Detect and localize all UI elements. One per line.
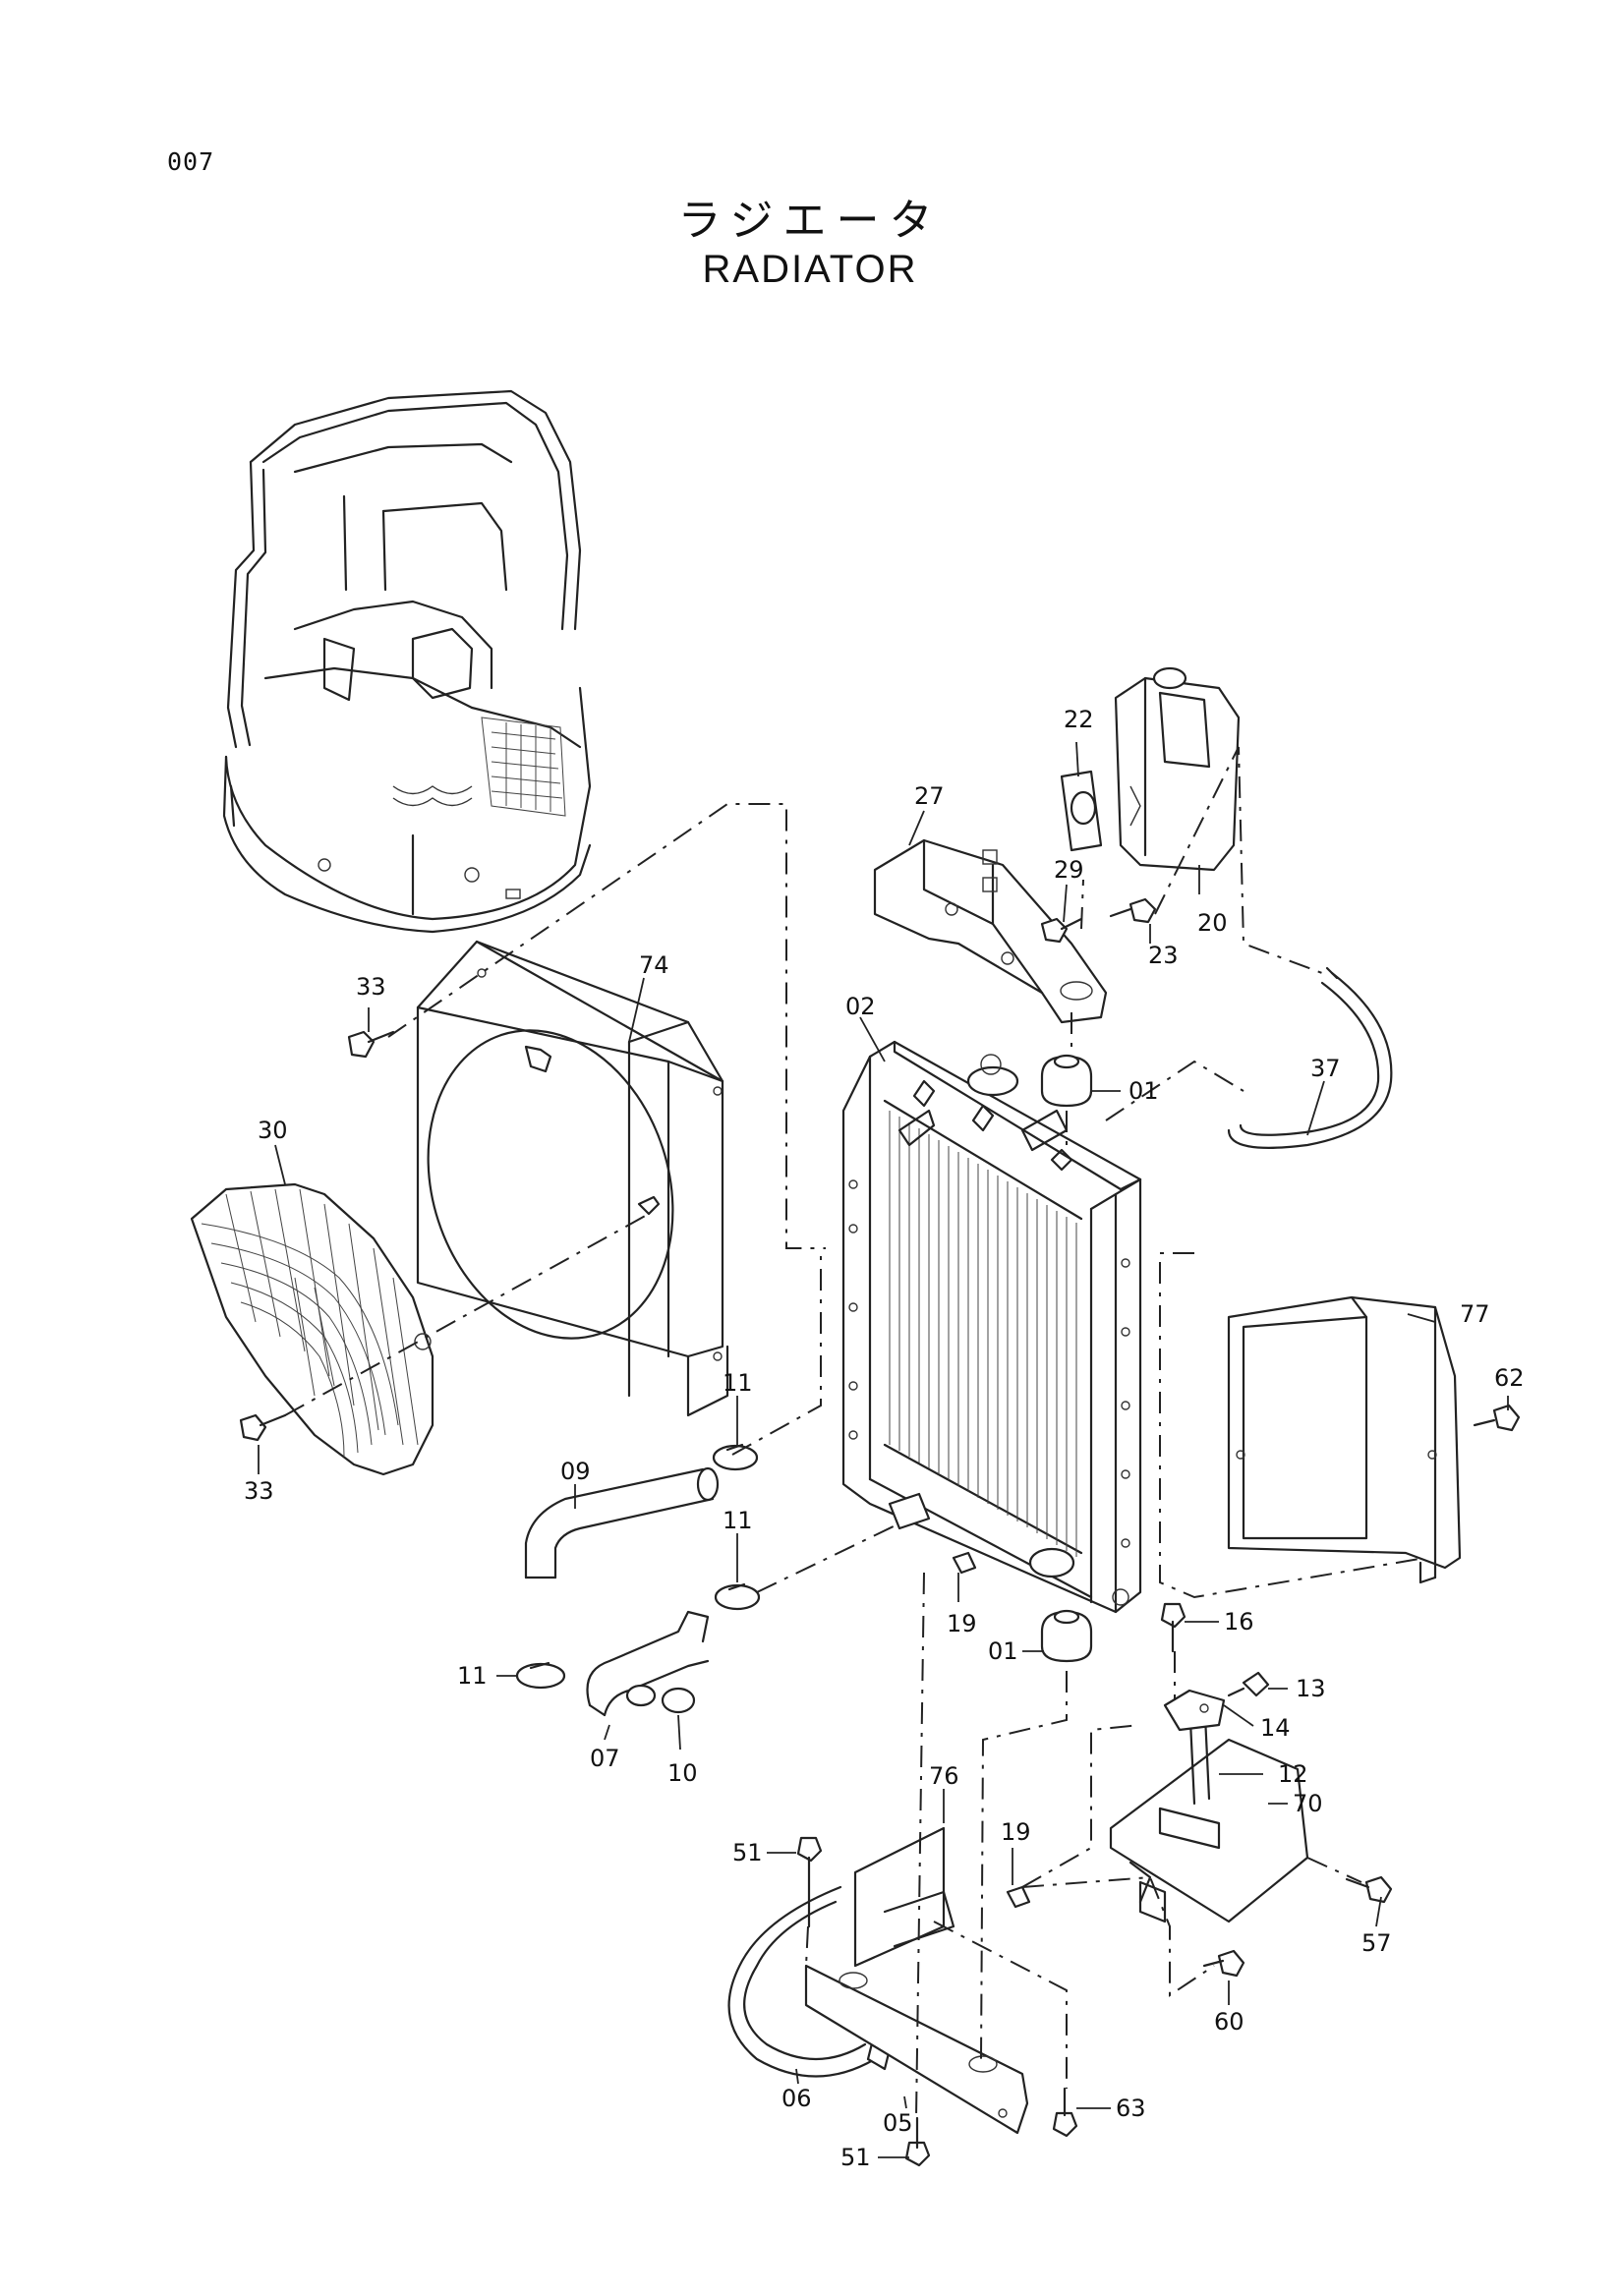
hose-clamp-part xyxy=(661,1687,696,1714)
part-label-12: 12 xyxy=(1278,1760,1308,1788)
part-label-10: 10 xyxy=(667,1759,698,1787)
part-label-01: 01 xyxy=(1128,1077,1159,1105)
part-label-07: 07 xyxy=(590,1745,620,1772)
bolt-part xyxy=(1345,1875,1393,1904)
bolt-part xyxy=(1109,897,1157,924)
part-label-30: 30 xyxy=(258,1117,288,1144)
rubber-mount-part xyxy=(1040,1054,1093,1108)
part-label-27: 27 xyxy=(914,782,945,810)
bolt-part xyxy=(1160,1602,1186,1653)
clip-part xyxy=(952,1551,977,1575)
part-label-29: 29 xyxy=(1054,856,1084,884)
part-label-20: 20 xyxy=(1197,909,1228,937)
part-label-11: 11 xyxy=(723,1369,753,1397)
fan-guard-part xyxy=(190,1182,434,1476)
bolt-part xyxy=(239,1413,287,1442)
fan-shroud-part xyxy=(416,940,729,1417)
title-japanese: ラジエータ xyxy=(677,196,943,246)
side-cover-part xyxy=(1227,1295,1462,1584)
bolt-part xyxy=(796,1836,823,1928)
part-label-60: 60 xyxy=(1214,2008,1244,2036)
lower-hose-part xyxy=(586,1610,710,1717)
part-label-19: 19 xyxy=(1001,1818,1031,1846)
part-label-77: 77 xyxy=(1460,1300,1490,1328)
part-labels: 01 01 02 05 06 07 09 10 11 11 11 12 13 1… xyxy=(244,706,1525,2171)
part-label-57: 57 xyxy=(1361,1929,1392,1957)
part-label-37: 37 xyxy=(1310,1055,1341,1082)
title-english: RADIATOR xyxy=(702,248,918,291)
part-label-22: 22 xyxy=(1064,706,1094,733)
mount-bushing-part xyxy=(1060,770,1103,852)
part-label-33: 33 xyxy=(244,1477,274,1505)
part-label-23: 23 xyxy=(1148,942,1179,969)
assembly-lines xyxy=(284,746,1426,2119)
bolt-part xyxy=(1040,917,1083,944)
part-label-51: 51 xyxy=(732,1839,763,1866)
part-label-19: 19 xyxy=(947,1610,977,1637)
bolt-part xyxy=(904,2116,931,2167)
part-label-06: 06 xyxy=(781,2085,812,2112)
part-label-05: 05 xyxy=(883,2109,913,2137)
part-label-16: 16 xyxy=(1224,1608,1254,1636)
bolt-part xyxy=(1202,1949,1245,1978)
drain-cock-part xyxy=(1227,1671,1270,1697)
drain-bracket-part xyxy=(804,1826,1029,2135)
radiator-core-part xyxy=(841,1040,1142,1614)
upper-hose-part xyxy=(524,1466,720,1579)
part-label-02: 02 xyxy=(845,993,876,1020)
part-label-62: 62 xyxy=(1494,1364,1525,1392)
part-label-09: 09 xyxy=(560,1458,591,1485)
overflow-hose-part xyxy=(1227,966,1393,1149)
hose-clamp-part xyxy=(714,1582,761,1611)
clip-part xyxy=(1006,1885,1031,1909)
part-label-01: 01 xyxy=(988,1637,1018,1665)
bolt-part xyxy=(1473,1404,1521,1432)
drain-stay-part xyxy=(1163,1689,1226,1806)
part-label-63: 63 xyxy=(1116,2095,1146,2122)
page-number: 007 xyxy=(167,147,215,176)
part-label-14: 14 xyxy=(1260,1714,1291,1742)
part-label-70: 70 xyxy=(1293,1790,1323,1817)
part-label-11: 11 xyxy=(457,1662,488,1690)
machine-overview-illustration xyxy=(222,389,592,934)
part-label-33: 33 xyxy=(356,973,386,1001)
reservoir-bracket-part xyxy=(873,838,1108,1024)
reserve-tank-part xyxy=(1114,666,1241,872)
part-label-51: 51 xyxy=(840,2144,871,2171)
callout-leaders xyxy=(258,741,1509,2158)
part-label-74: 74 xyxy=(639,951,669,979)
bolt-part xyxy=(1052,2087,1078,2138)
part-label-13: 13 xyxy=(1296,1675,1326,1702)
hose-clamp-part xyxy=(712,1443,759,1471)
rubber-mount-part xyxy=(1040,1609,1093,1663)
bolt-part xyxy=(347,1030,395,1059)
hose-clamp-part xyxy=(515,1661,566,1690)
part-label-11: 11 xyxy=(723,1507,753,1534)
part-label-76: 76 xyxy=(929,1762,959,1790)
